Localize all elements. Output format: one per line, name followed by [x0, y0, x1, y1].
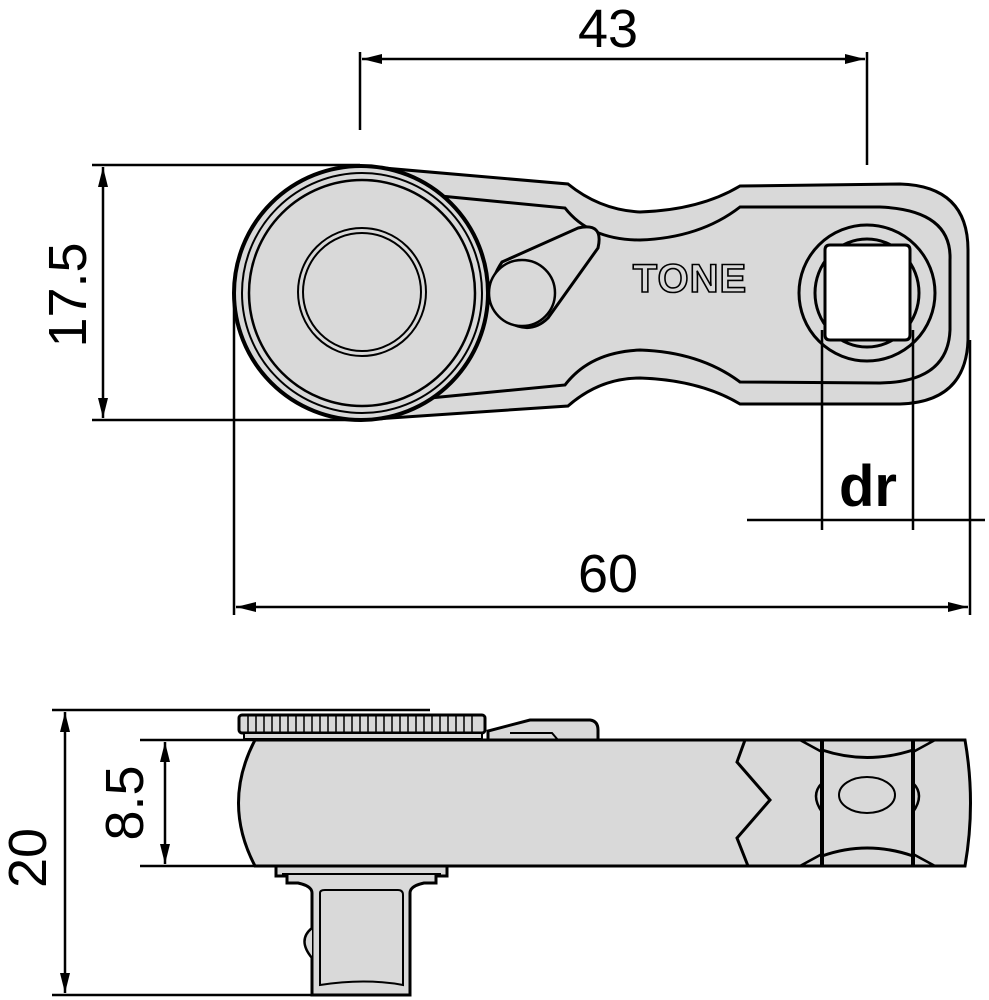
- lever-knob: [487, 258, 557, 328]
- handle-inner-outline: [429, 193, 952, 400]
- dim-drive-size: dr: [747, 330, 985, 530]
- drive-square: [274, 864, 449, 997]
- dim-17-5-label: 17.5: [38, 242, 98, 347]
- dim-center-distance: 43: [358, 0, 869, 165]
- square-drive-opening: [823, 243, 912, 342]
- ratchet-head-ring-1: [241, 172, 483, 414]
- dim-8-5-label: 8.5: [95, 765, 155, 840]
- dim-overall-height: 20: [0, 708, 430, 997]
- dim-body-thickness: 8.5: [95, 738, 255, 868]
- dim-overall-length: 60: [232, 290, 972, 615]
- side-body: [237, 738, 972, 868]
- side-view: 20 8.5: [0, 708, 972, 997]
- socket-ring-inner: [813, 237, 921, 349]
- top-view: TONE 43 17.5 60: [38, 0, 985, 615]
- dim-20-label: 20: [0, 828, 58, 888]
- dim-43-label: 43: [578, 0, 638, 59]
- dim-head-width: 17.5: [38, 163, 360, 422]
- lever-profile: [486, 718, 600, 742]
- brand-label: TONE: [633, 257, 747, 301]
- dim-60-label: 60: [578, 544, 638, 604]
- side-socket: [799, 738, 936, 868]
- break-line: [735, 739, 772, 867]
- ratchet-center-ring: [297, 227, 427, 357]
- dr-label: dr: [839, 454, 897, 519]
- ratchet-center-cap: [302, 232, 422, 352]
- knurled-ring: [237, 713, 487, 740]
- handle-body-outline: [358, 164, 970, 422]
